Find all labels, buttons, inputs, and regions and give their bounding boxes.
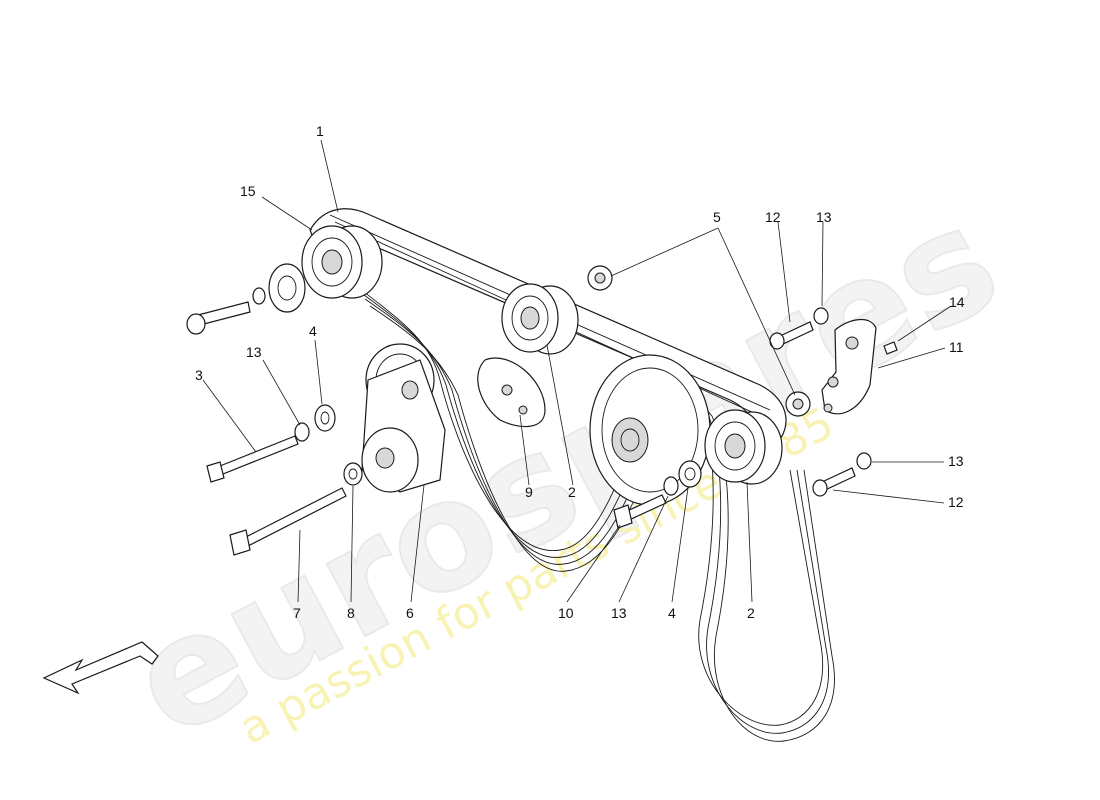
label-2-bottom: 2: [747, 605, 755, 621]
label-8: 8: [347, 605, 355, 621]
label-10: 10: [558, 605, 574, 621]
arrow-down-left-icon: [42, 641, 159, 695]
label-9: 9: [525, 484, 533, 500]
belt-tensioner: [361, 343, 446, 493]
washer-13b: [294, 422, 310, 442]
watermark: eurospares a passion for parts since 198…: [104, 172, 1025, 773]
spacer-4b: [678, 460, 702, 488]
label-14: 14: [949, 294, 965, 310]
label-2-middle: 2: [568, 484, 576, 500]
label-5: 5: [713, 209, 721, 225]
label-13-right: 13: [948, 453, 964, 469]
leader-lines: [202, 139, 952, 603]
bolt-12b: [812, 467, 856, 497]
idler-pulley-top-left: [301, 225, 383, 299]
label-11: 11: [949, 339, 964, 355]
label-12-top: 12: [765, 209, 781, 225]
pin-14: [883, 341, 898, 355]
bracket-11: [821, 319, 877, 415]
cover-plate: [477, 357, 546, 428]
watermark-brand: eurospares: [105, 173, 1024, 772]
washer-8: [343, 462, 363, 486]
label-7: 7: [293, 605, 301, 621]
washer-small-left: [252, 287, 266, 305]
bolt-12a: [769, 321, 814, 350]
label-6: 6: [406, 605, 414, 621]
spacer-5a: [587, 265, 613, 291]
label-1: 1: [316, 123, 324, 139]
label-13-left: 13: [246, 344, 262, 360]
label-13-top: 13: [816, 209, 832, 225]
label-4-left: 4: [309, 323, 317, 339]
spacer-4a: [314, 404, 336, 432]
label-4-bottom: 4: [668, 605, 676, 621]
washer-13c: [856, 452, 872, 470]
part-labels: 1 15 5 12 13 14 11 3 13 4 9 2 13 12 7 8 …: [195, 123, 965, 621]
bolt-long-7: [229, 487, 347, 556]
bolt-10: [613, 494, 667, 529]
label-12-right: 12: [948, 494, 964, 510]
idler-pulley-right: [704, 409, 783, 485]
washer-13a: [813, 307, 829, 325]
washer-large: [268, 263, 306, 313]
spacer-5b: [785, 391, 811, 417]
bolt-long-3: [206, 435, 299, 483]
label-15: 15: [240, 183, 256, 199]
label-3: 3: [195, 367, 203, 383]
label-13-bottom: 13: [611, 605, 627, 621]
washer-13d: [663, 476, 679, 496]
idler-pulley-middle: [501, 283, 579, 355]
bolt-socket-head: [186, 301, 251, 335]
